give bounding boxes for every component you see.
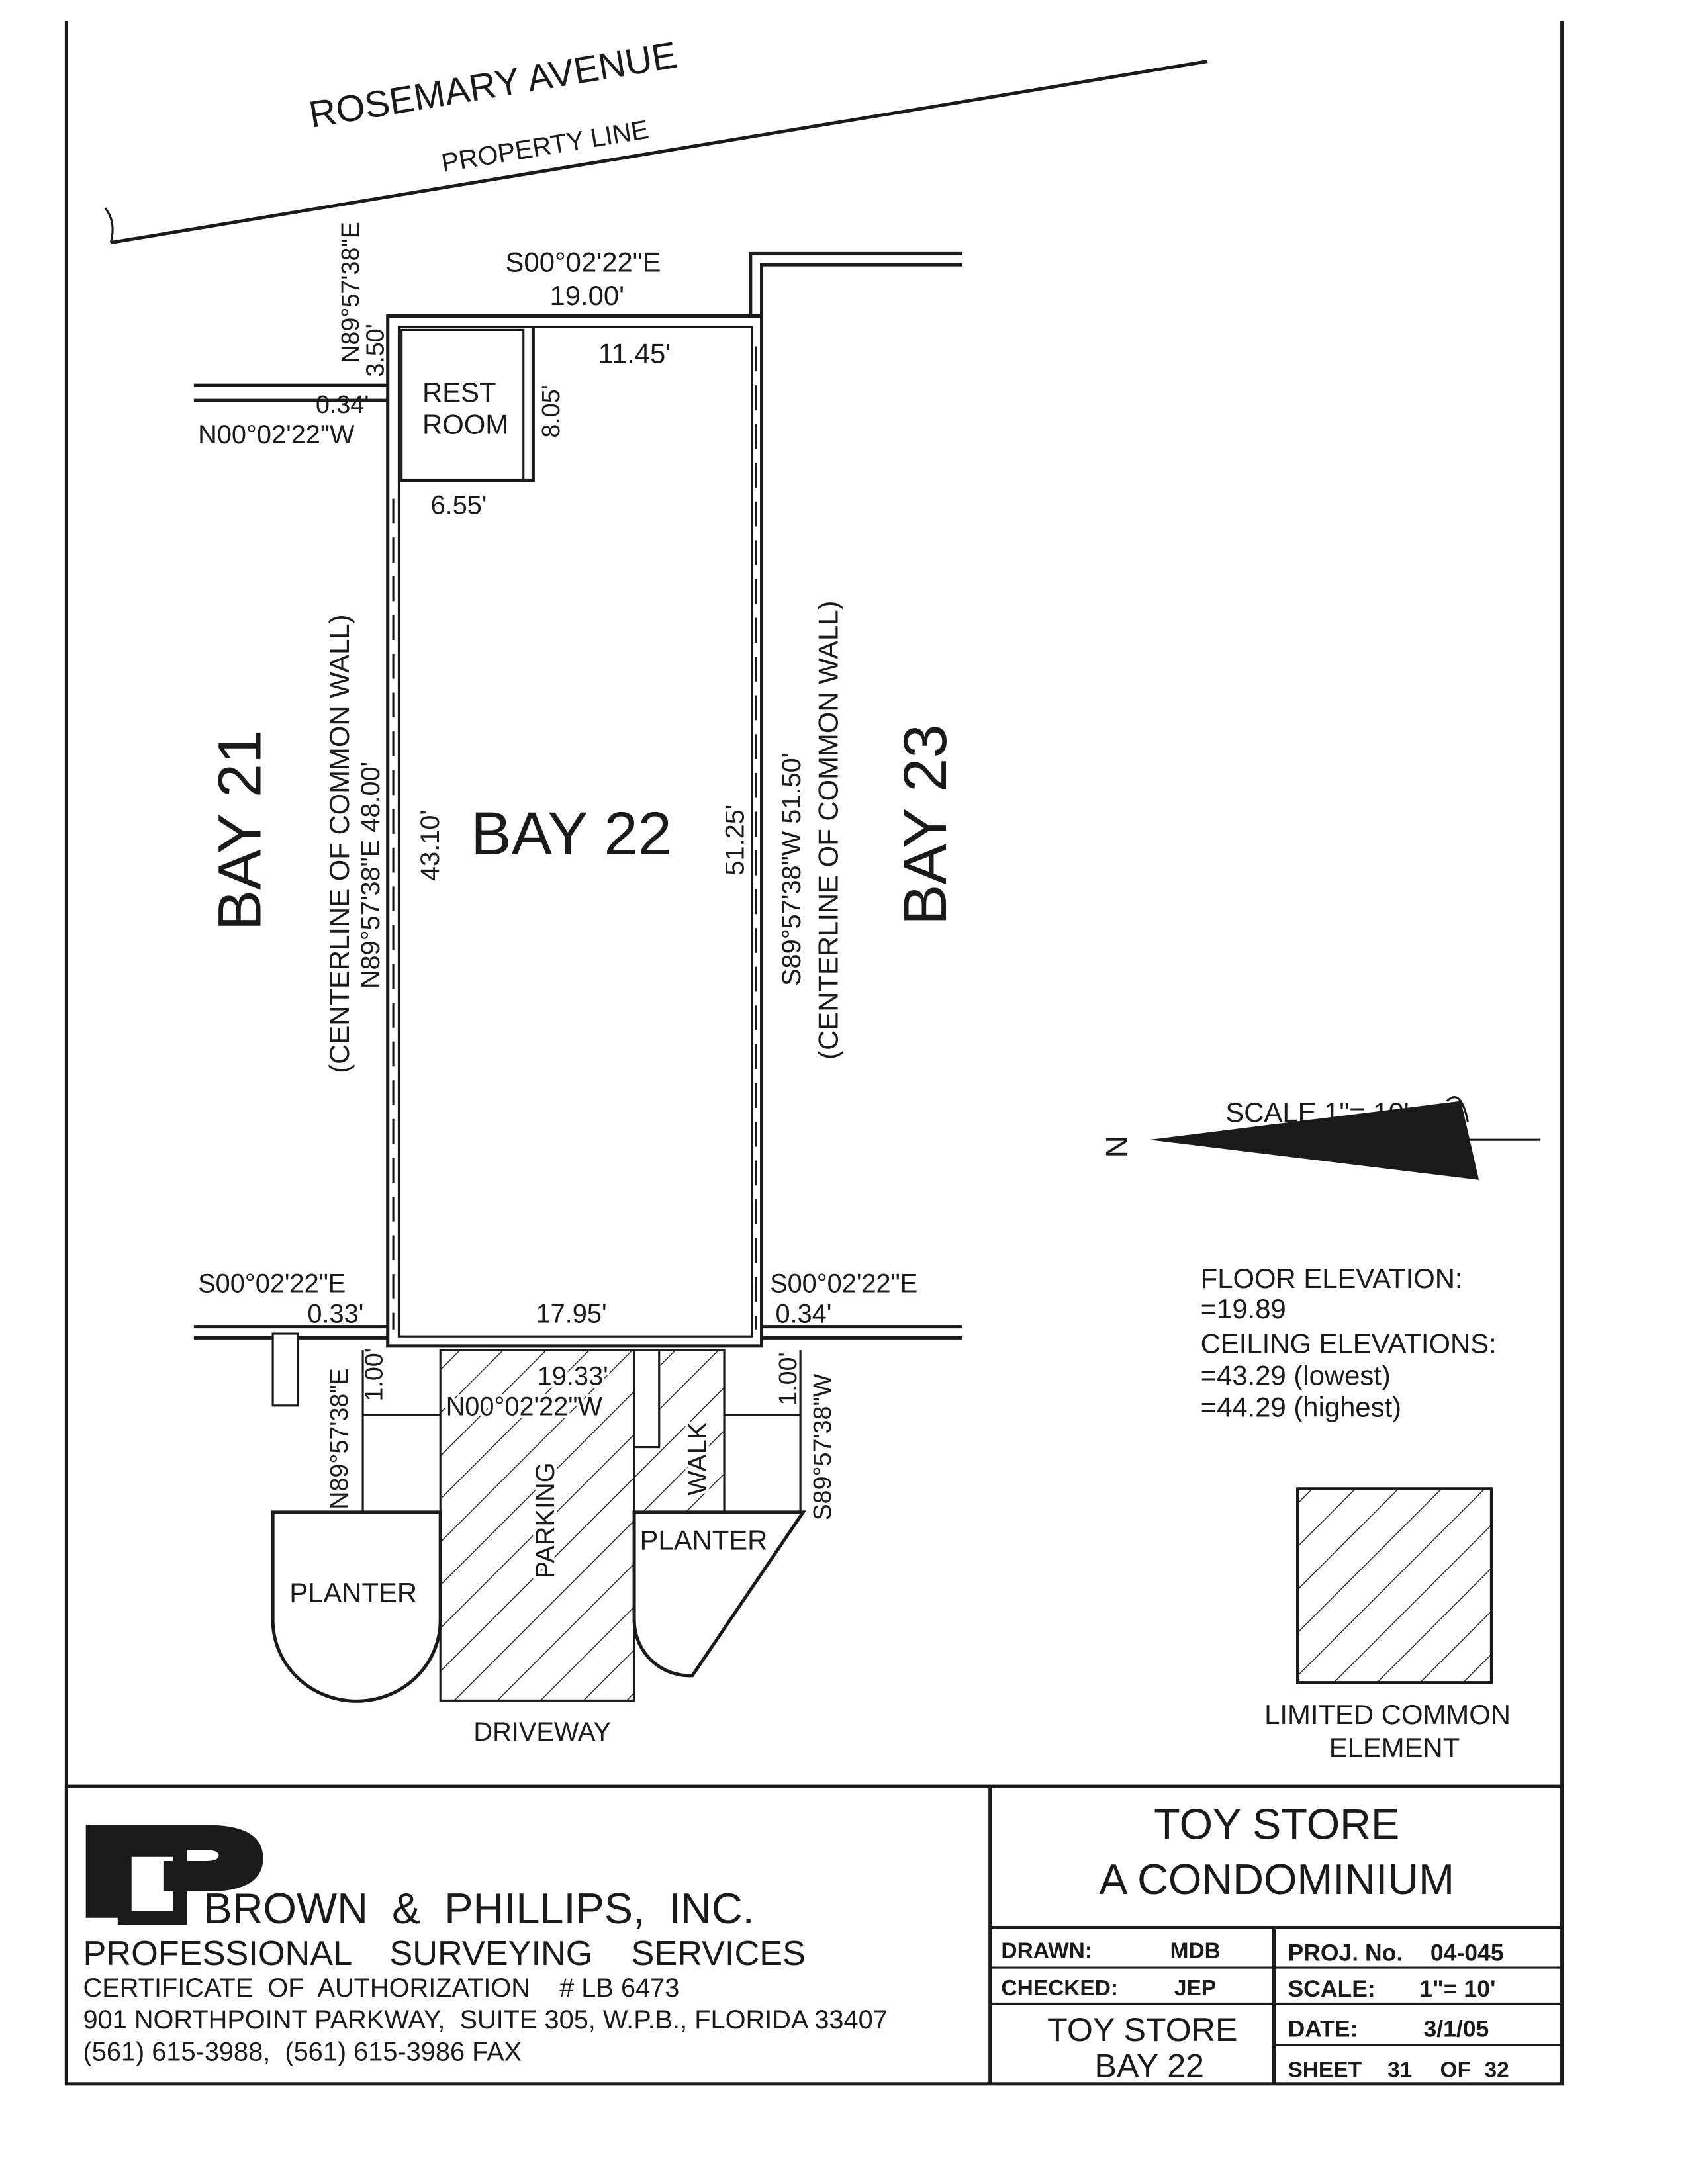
proj-value: 04-045 xyxy=(1430,1940,1504,1966)
drawn-label: DRAWN: xyxy=(1001,1938,1092,1963)
dim-bottom-left-bearing: S00°02'22"E xyxy=(198,1269,346,1298)
left-wall-note: (CENTERLINE OF COMMON WALL) xyxy=(324,614,355,1073)
planter-right-label: PLANTER xyxy=(639,1524,767,1555)
planter-right xyxy=(632,1510,807,1678)
dim-left-ext-bearing: N89°57'38"E xyxy=(325,1368,353,1510)
sheet-subtitle-line2: BAY 22 xyxy=(1094,2047,1204,2084)
project-title-line1: TOY STORE xyxy=(1154,1800,1399,1848)
floor-elevation-label: FLOOR ELEVATION: xyxy=(1201,1263,1463,1294)
dim-left-ext-length: 1.00' xyxy=(359,1348,387,1401)
north-arrow-icon xyxy=(1149,1096,1540,1180)
dim-bottom-left-offset: 0.33' xyxy=(307,1299,363,1328)
dim-interior-bottom: 17.95' xyxy=(536,1299,607,1328)
sheet-value: 31 xyxy=(1387,2058,1412,2082)
dim-top-left-bearing: N89°57'38"E xyxy=(336,222,364,363)
dim-top-left-length: 3.50' xyxy=(361,324,389,377)
column xyxy=(271,1332,299,1407)
parking-area xyxy=(439,1349,635,1702)
date-label: DATE: xyxy=(1288,2016,1358,2042)
neighbor-right-label: BAY 23 xyxy=(891,724,959,925)
company-services: PROFESSIONAL SURVEYING SERVICES xyxy=(83,1934,806,1973)
neighbor-left-label: BAY 21 xyxy=(205,730,273,931)
sheet-subtitle-line1: TOY STORE xyxy=(1047,2011,1237,2048)
legend-label-line2: ELEMENT xyxy=(1329,1732,1460,1763)
project-title-line2: A CONDOMINIUM xyxy=(1099,1855,1454,1903)
parking-label: PARKING xyxy=(531,1462,560,1578)
adjacent-wall xyxy=(749,251,962,316)
sheet-total: 32 xyxy=(1484,2058,1509,2082)
unit-outline-inner xyxy=(397,326,753,1338)
planter-left-label: PLANTER xyxy=(289,1577,417,1608)
scale-label: SCALE 1"= 10' xyxy=(1225,1097,1409,1128)
property-line-label: PROPERTY LINE xyxy=(440,115,651,178)
dim-front-length: 19.33' xyxy=(538,1361,608,1390)
dim-top-left-bearing2: N00°02'22"W xyxy=(198,420,355,449)
proj-label: PROJ. No. xyxy=(1288,1940,1403,1966)
drawn-value: MDB xyxy=(1170,1938,1221,1963)
property-line-tick xyxy=(104,207,114,244)
date-value: 3/1/05 xyxy=(1423,2016,1489,2042)
dim-interior-top: 11.45' xyxy=(598,338,671,369)
legend-label-line1: LIMITED COMMON xyxy=(1264,1699,1511,1730)
ceiling-elevation-low: =43.29 (lowest) xyxy=(1201,1359,1391,1390)
planter-left xyxy=(271,1510,442,1703)
dim-top-left-offset: 0.34' xyxy=(316,390,369,418)
sheet-label: SHEET xyxy=(1288,2058,1362,2082)
dim-right-bearing-length: S89°57'38"W 51.50' xyxy=(777,753,806,986)
scale-field-label: SCALE: xyxy=(1288,1976,1375,2002)
sheet-of: OF xyxy=(1440,2058,1471,2082)
dim-right-ext-bearing: S89°57'38"W xyxy=(808,1373,836,1520)
adjacent-wall xyxy=(760,263,962,316)
unit-label: BAY 22 xyxy=(471,799,672,868)
walk-label: WALK xyxy=(683,1422,712,1496)
north-letter: N xyxy=(1100,1136,1134,1158)
dim-bottom-right-offset: 0.34' xyxy=(775,1299,831,1328)
dim-top-bearing: S00°02'22"E xyxy=(506,247,661,278)
company-phone: (561) 615-3988, (561) 615-3986 FAX xyxy=(83,2037,522,2066)
ceiling-elevation-high: =44.29 (highest) xyxy=(1201,1392,1401,1423)
company-certificate: CERTIFICATE OF AUTHORIZATION # LB 6473 xyxy=(83,1974,680,2003)
dim-interior-right: 51.25' xyxy=(720,805,749,876)
dim-interior-left: 43.10' xyxy=(416,810,445,881)
restroom-wall-outer xyxy=(401,327,535,482)
restroom-label-line2: ROOM xyxy=(422,408,508,439)
dim-restroom-depth: 8.05' xyxy=(537,385,565,437)
title-block-frame xyxy=(64,1784,1564,2086)
company-name: BROWN & PHILLIPS, INC. xyxy=(204,1884,755,1933)
dim-top-length: 19.00' xyxy=(549,280,624,311)
legend-hatch-swatch xyxy=(1295,1487,1493,1684)
scale-field-value: 1"= 10' xyxy=(1419,1976,1495,2002)
restroom-label-line1: REST xyxy=(422,377,496,408)
bollard xyxy=(633,1349,661,1449)
property-line xyxy=(110,60,1208,245)
checked-label: CHECKED: xyxy=(1001,1976,1118,2001)
right-wall-note: (CENTERLINE OF COMMON WALL) xyxy=(813,601,844,1060)
dim-front-bearing: N00°02'22"W xyxy=(446,1392,603,1421)
driveway-label: DRIVEWAY xyxy=(473,1717,611,1747)
dim-bottom-right-bearing: S00°02'22"E xyxy=(770,1269,917,1298)
company-address: 901 NORTHPOINT PARKWAY, SUITE 305, W.P.B… xyxy=(83,2005,888,2034)
ceiling-elevation-label: CEILING ELEVATIONS: xyxy=(1201,1328,1497,1359)
dim-restroom-width: 6.55' xyxy=(431,491,487,520)
unit-outline-outer xyxy=(386,314,764,1348)
dim-left-bearing-length: N89°57'38"E 48.00' xyxy=(356,762,385,989)
company-logo xyxy=(85,1825,263,1925)
floor-elevation-value: =19.89 xyxy=(1201,1293,1286,1324)
checked-value: JEP xyxy=(1174,1976,1216,2001)
dim-right-ext-length: 1.00' xyxy=(774,1352,802,1405)
